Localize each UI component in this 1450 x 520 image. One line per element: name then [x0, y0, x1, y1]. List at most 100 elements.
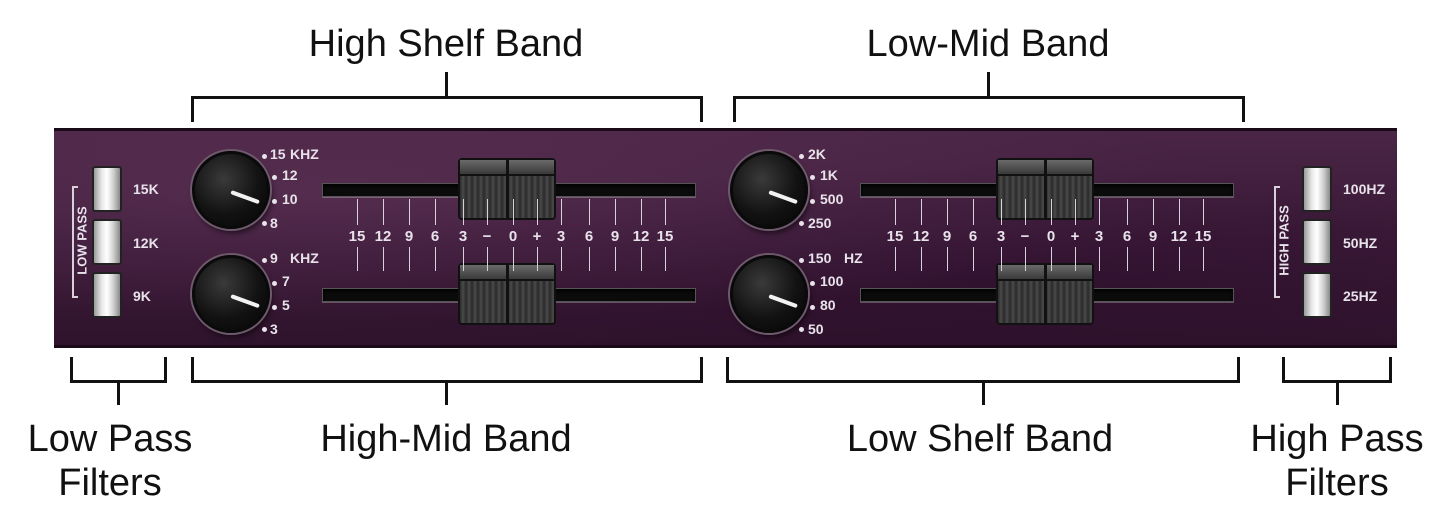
- high-mid-frequency-knob[interactable]: [192, 255, 270, 333]
- scale-tick: [665, 199, 666, 225]
- scale-label: 15: [886, 228, 904, 245]
- scale-label: +: [1070, 228, 1080, 245]
- scale-tick: [435, 247, 436, 271]
- scale-label: 15: [656, 228, 674, 245]
- high-shelf-gain-fader[interactable]: [458, 158, 556, 220]
- scale-tick: [357, 247, 358, 271]
- tick-dot: [799, 154, 804, 159]
- low-mid-tick-1k: 1K: [820, 167, 838, 183]
- low-mid-tick-250: 250: [808, 215, 832, 231]
- scale-tick: [1099, 199, 1100, 225]
- tick-dot: [799, 221, 804, 226]
- low-shelf-frequency-knob[interactable]: [730, 255, 808, 333]
- knob-pointer: [768, 190, 798, 205]
- tick-dot: [810, 199, 815, 204]
- scale-label: 12: [912, 228, 930, 245]
- high-shelf-bracket: [191, 96, 703, 122]
- tick-dot: [799, 258, 804, 263]
- scale-label: 12: [374, 228, 392, 245]
- high-mid-tick-5: 5: [282, 297, 290, 313]
- low-mid-frequency-knob[interactable]: [730, 151, 808, 229]
- high-mid-stem: [445, 381, 448, 405]
- scale-label: 9: [942, 228, 952, 245]
- low-mid-stem: [987, 72, 990, 98]
- low-shelf-tick-150: 150: [808, 250, 832, 266]
- low-shelf-tick-80: 80: [820, 297, 836, 313]
- scale-tick: [1075, 199, 1076, 225]
- scale-label: 6: [968, 228, 978, 245]
- low-shelf-band-callout: Low Shelf Band: [846, 418, 1114, 460]
- low-mid-tick-2k: 2K: [808, 146, 826, 162]
- high-mid-tick-3: 3: [270, 321, 278, 337]
- scale-label: −: [1020, 228, 1030, 245]
- scale-tick: [641, 247, 642, 271]
- tick-dot: [810, 175, 815, 180]
- high-mid-bottom-bracket: [191, 357, 703, 383]
- scale-tick: [1153, 199, 1154, 225]
- high-shelf-stem: [445, 72, 448, 98]
- scale-label: 9: [1148, 228, 1158, 245]
- high-pass-50hz-label: 50HZ: [1343, 235, 1378, 251]
- scale-tick: [589, 199, 590, 225]
- scale-tick: [513, 199, 514, 225]
- tick-dot: [272, 199, 277, 204]
- low-pass-15k-label: 15K: [133, 181, 159, 197]
- tick-dot: [262, 221, 267, 226]
- scale-tick: [947, 199, 948, 225]
- scale-label: 3: [996, 228, 1006, 245]
- scale-label: 3: [556, 228, 566, 245]
- low-mid-bracket: [733, 96, 1245, 122]
- high-shelf-frequency-knob[interactable]: [192, 151, 270, 229]
- scale-label: −: [482, 228, 492, 245]
- high-pass-bottom-bracket: [1282, 357, 1392, 383]
- scale-label: 0: [1046, 228, 1056, 245]
- high-pass-50hz-button[interactable]: [1302, 219, 1332, 265]
- scale-label: 9: [404, 228, 414, 245]
- scale-label: 15: [1194, 228, 1212, 245]
- scale-tick: [895, 247, 896, 271]
- scale-tick: [1203, 199, 1204, 225]
- high-shelf-tick-12: 12: [282, 167, 298, 183]
- high-pass-25hz-label: 25HZ: [1343, 288, 1378, 304]
- knob-pointer: [230, 190, 260, 205]
- scale-tick: [1075, 247, 1076, 271]
- low-pass-9k-button[interactable]: [92, 272, 122, 318]
- scale-tick: [357, 199, 358, 225]
- scale-label: 12: [1170, 228, 1188, 245]
- low-pass-12k-button[interactable]: [92, 219, 122, 265]
- tick-dot: [810, 281, 815, 286]
- high-mid-tick-7: 7: [282, 273, 290, 289]
- scale-tick: [1001, 247, 1002, 271]
- high-mid-gain-fader[interactable]: [458, 263, 556, 325]
- scale-tick: [463, 199, 464, 225]
- tick-dot: [262, 327, 267, 332]
- scale-tick: [1127, 247, 1128, 271]
- scale-tick: [1153, 247, 1154, 271]
- high-pass-25hz-button[interactable]: [1302, 272, 1332, 318]
- low-mid-gain-fader[interactable]: [996, 158, 1094, 220]
- scale-label: 6: [584, 228, 594, 245]
- low-pass-15k-button[interactable]: [92, 166, 122, 212]
- low-pass-9k-label: 9K: [133, 288, 151, 304]
- scale-tick: [561, 199, 562, 225]
- scale-tick: [615, 199, 616, 225]
- low-pass-bottom-bracket: [70, 357, 167, 383]
- tick-dot: [810, 305, 815, 310]
- low-shelf-gain-fader[interactable]: [996, 263, 1094, 325]
- scale-tick: [409, 199, 410, 225]
- scale-tick: [383, 199, 384, 225]
- scale-label: 3: [458, 228, 468, 245]
- scale-tick: [1179, 247, 1180, 271]
- low-pass-filters-callout: Low Pass Filters: [27, 418, 193, 504]
- scale-tick: [513, 247, 514, 271]
- low-shelf-bottom-bracket: [726, 357, 1240, 383]
- high-pass-label: HIGH PASS: [1276, 205, 1292, 276]
- low-pass-bracket: [72, 186, 78, 298]
- high-pass-100hz-button[interactable]: [1302, 166, 1332, 212]
- scale-tick: [665, 247, 666, 271]
- scale-label: +: [532, 228, 542, 245]
- low-shelf-unit: HZ: [844, 250, 863, 266]
- scale-tick: [615, 247, 616, 271]
- scale-tick: [973, 247, 974, 271]
- scale-tick: [463, 247, 464, 271]
